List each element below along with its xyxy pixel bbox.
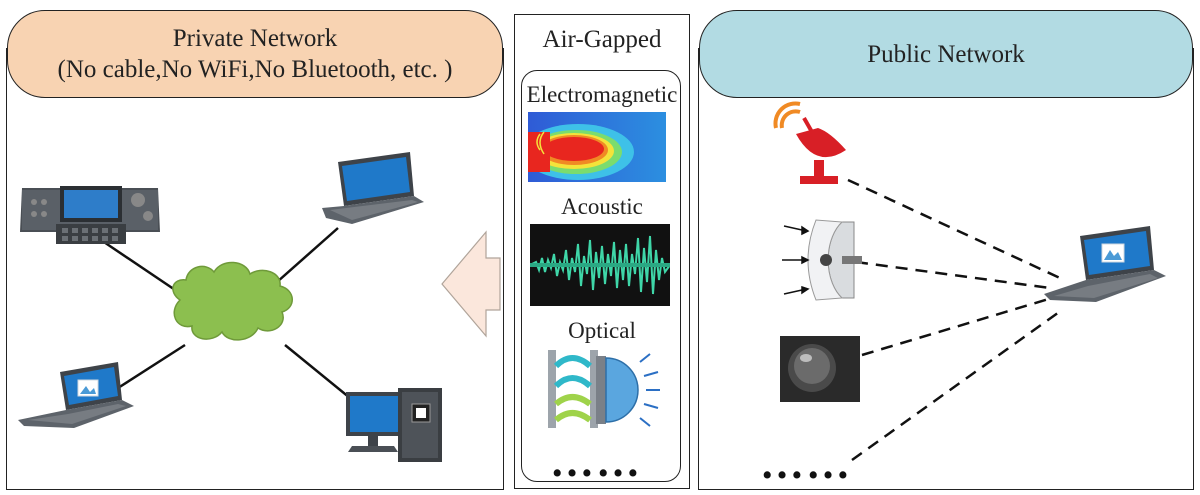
left-arrow-icon bbox=[441, 230, 501, 338]
acoustic-waveform-icon bbox=[530, 224, 670, 306]
more-receivers-ellipsis: …… bbox=[760, 439, 852, 488]
satellite-antenna-icon bbox=[773, 101, 846, 184]
covert-channels-box bbox=[521, 70, 681, 482]
air-gapped-title: Air-Gapped bbox=[542, 26, 662, 53]
dashed-link-others bbox=[851, 308, 1063, 462]
public-network-diagram bbox=[773, 101, 1166, 462]
dashed-link-microphone bbox=[855, 260, 1051, 290]
desktop-computer-icon bbox=[346, 388, 442, 462]
link-laptop2-cloud bbox=[117, 343, 186, 390]
private-network-diagram bbox=[18, 152, 442, 462]
public-network-title: Public Network bbox=[867, 40, 1025, 68]
dashed-link-antenna bbox=[847, 178, 1061, 280]
more-channels-ellipsis: …… bbox=[550, 437, 642, 486]
public-network-header: Public Network bbox=[699, 10, 1193, 98]
network-cloud-icon bbox=[172, 261, 293, 341]
optical-emitter-icon bbox=[548, 350, 660, 428]
dashed-link-camera bbox=[861, 296, 1053, 357]
link-desktop-cloud bbox=[284, 344, 351, 399]
laptop-icon bbox=[1044, 226, 1166, 302]
private-network-subtitle: (No cable,No WiFi,No Bluetooth, etc. ) bbox=[57, 56, 453, 83]
camera-sensor-icon bbox=[780, 336, 860, 402]
private-network-title: Private Network bbox=[172, 25, 338, 52]
microphone-sensor-icon bbox=[782, 219, 862, 301]
channel-label-optical: Optical bbox=[568, 318, 636, 343]
channel-label-acoustic: Acoustic bbox=[561, 194, 643, 219]
control-keyboard-icon bbox=[20, 186, 160, 244]
electromagnetic-field-icon bbox=[528, 112, 666, 182]
laptop-icon bbox=[18, 362, 134, 428]
channel-label-electromagnetic: Electromagnetic bbox=[526, 82, 678, 107]
laptop-icon bbox=[322, 152, 424, 224]
private-network-header: Private Network (No cable,No WiFi,No Blu… bbox=[7, 10, 503, 98]
